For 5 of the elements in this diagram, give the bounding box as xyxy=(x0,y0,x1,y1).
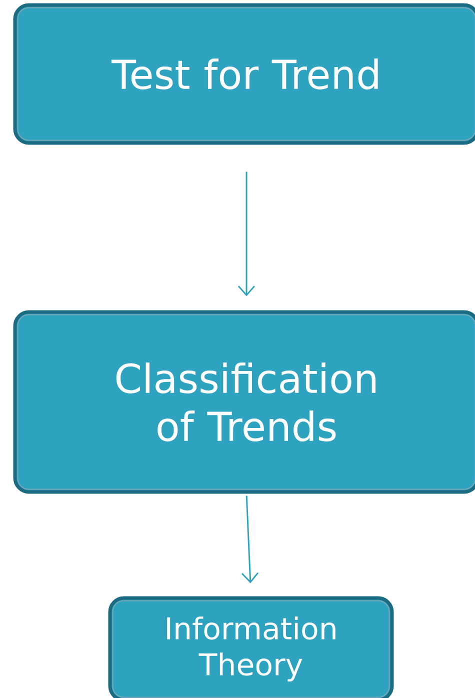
arrow xyxy=(241,496,259,584)
process-box: Information Theory xyxy=(108,596,394,698)
arrow xyxy=(238,172,256,296)
process-box: Test for Trend xyxy=(13,3,475,145)
process-box: Classification of Trends xyxy=(13,310,475,494)
